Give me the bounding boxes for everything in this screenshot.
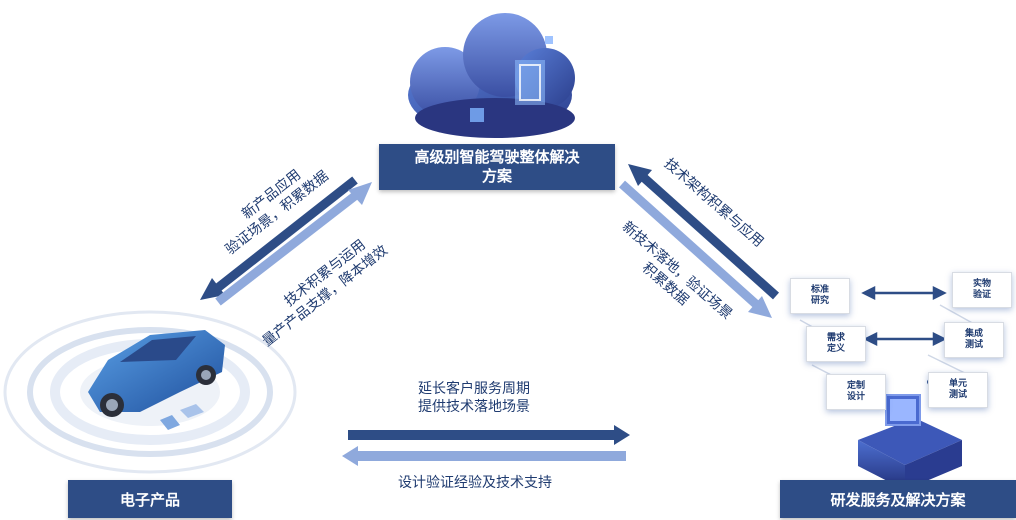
electronic-products-label: 电子产品 — [119, 490, 180, 509]
node-line1: 需求 — [826, 333, 845, 343]
server-icon — [858, 394, 962, 490]
bottom-upper-text: 延长客户服务周期 提供技术落地场景 — [418, 380, 530, 416]
flow-node-physical-verification: 实物 验证 — [952, 272, 1012, 308]
electronic-products-banner: 电子产品 — [68, 480, 232, 518]
arrow-bottom-dark — [348, 425, 630, 445]
arrow-right-dark — [628, 164, 780, 300]
node-line1: 定制 — [846, 381, 865, 391]
node-line2: 测试 — [964, 340, 983, 350]
bottom-lower-line1: 设计验证经验及技术支持 — [398, 475, 552, 491]
bottom-lower-text: 设计验证经验及技术支持 — [398, 474, 552, 492]
arrow-left-dark — [200, 176, 358, 300]
node-line2: 测试 — [948, 390, 967, 400]
cloud-icon — [408, 13, 575, 138]
node-line2: 研究 — [810, 296, 829, 306]
bottom-upper-line2: 提供技术落地场景 — [418, 399, 530, 415]
node-line2: 设计 — [846, 392, 865, 402]
arrow-left-light — [215, 182, 372, 306]
top-solution-line1: 高级别智能驾驶整体解决 — [414, 148, 580, 166]
flow-node-standard-research: 标准 研究 — [790, 278, 850, 314]
flow-node-unit-test: 单元 测试 — [928, 372, 988, 408]
node-line2: 验证 — [972, 290, 991, 300]
node-line1: 实物 — [972, 279, 991, 289]
bottom-upper-line1: 延长客户服务周期 — [418, 381, 530, 397]
arrow-right-light — [618, 180, 772, 318]
car-icon — [3, 310, 297, 474]
node-line1: 标准 — [810, 285, 829, 295]
top-solution-line2: 方案 — [481, 167, 512, 185]
rd-services-banner: 研发服务及解决方案 — [780, 480, 1016, 518]
flow-double-arrows — [861, 285, 947, 347]
node-line1: 集成 — [964, 329, 983, 339]
flow-node-requirement-definition: 需求 定义 — [806, 326, 866, 362]
arrow-bottom-light — [342, 446, 626, 466]
flow-node-integration-test: 集成 测试 — [944, 322, 1004, 358]
flow-node-custom-design: 定制 设计 — [826, 374, 886, 410]
node-line1: 单元 — [948, 379, 967, 389]
rd-services-label: 研发服务及解决方案 — [830, 490, 966, 509]
node-line2: 定义 — [826, 344, 845, 354]
top-solution-banner: 高级别智能驾驶整体解决 方案 — [379, 144, 615, 190]
